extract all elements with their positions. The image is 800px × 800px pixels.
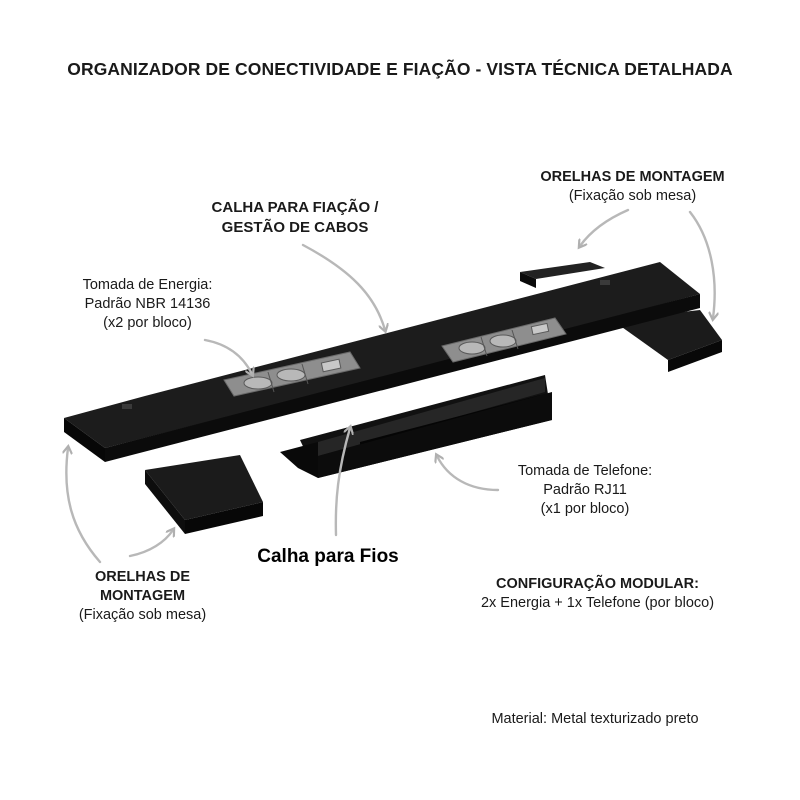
arrow-orelhas-top-right bbox=[688, 210, 715, 318]
arrow-tomada-telefone bbox=[437, 456, 500, 492]
arrow-orelhas-bottom-right bbox=[128, 530, 173, 558]
mounting-ear-left bbox=[145, 455, 263, 534]
arrow-calha-fiacao bbox=[301, 243, 385, 330]
arrow-orelhas-bottom-up bbox=[66, 448, 102, 564]
label-tomada-energia: Tomada de Energia: Padrão NBR 14136 (x2 … bbox=[82, 277, 213, 331]
label-calha-fios: Calha para Fios bbox=[257, 546, 399, 567]
page-title: ORGANIZADOR DE CONECTIVIDADE E FIAÇÃO - … bbox=[67, 59, 733, 79]
arrow-calha-fios bbox=[334, 428, 350, 537]
arrow-orelhas-top-left bbox=[580, 208, 630, 246]
label-config-modular: CONFIGURAÇÃO MODULAR: 2x Energia + 1x Te… bbox=[480, 576, 715, 611]
socket-block-left bbox=[223, 351, 361, 397]
label-calha-fiacao: CALHA PARA FIAÇÃO / GESTÃO DE CABOS bbox=[211, 199, 379, 236]
label-tomada-telefone: Tomada de Telefone: Padrão RJ11 (x1 por … bbox=[517, 463, 653, 517]
board-slot bbox=[122, 404, 132, 409]
board-slot bbox=[600, 280, 610, 285]
mounting-ear-top-right bbox=[520, 262, 605, 288]
cable-trough bbox=[280, 375, 552, 478]
label-orelhas-bottom: ORELHAS DE MONTAGEM (Fixação sob mesa) bbox=[78, 569, 207, 623]
label-material: Material: Metal texturizado preto bbox=[491, 711, 699, 727]
arrow-tomada-energia bbox=[203, 338, 252, 374]
socket-block-right bbox=[441, 317, 567, 363]
label-orelhas-top: ORELHAS DE MONTAGEM (Fixação sob mesa) bbox=[540, 169, 725, 204]
